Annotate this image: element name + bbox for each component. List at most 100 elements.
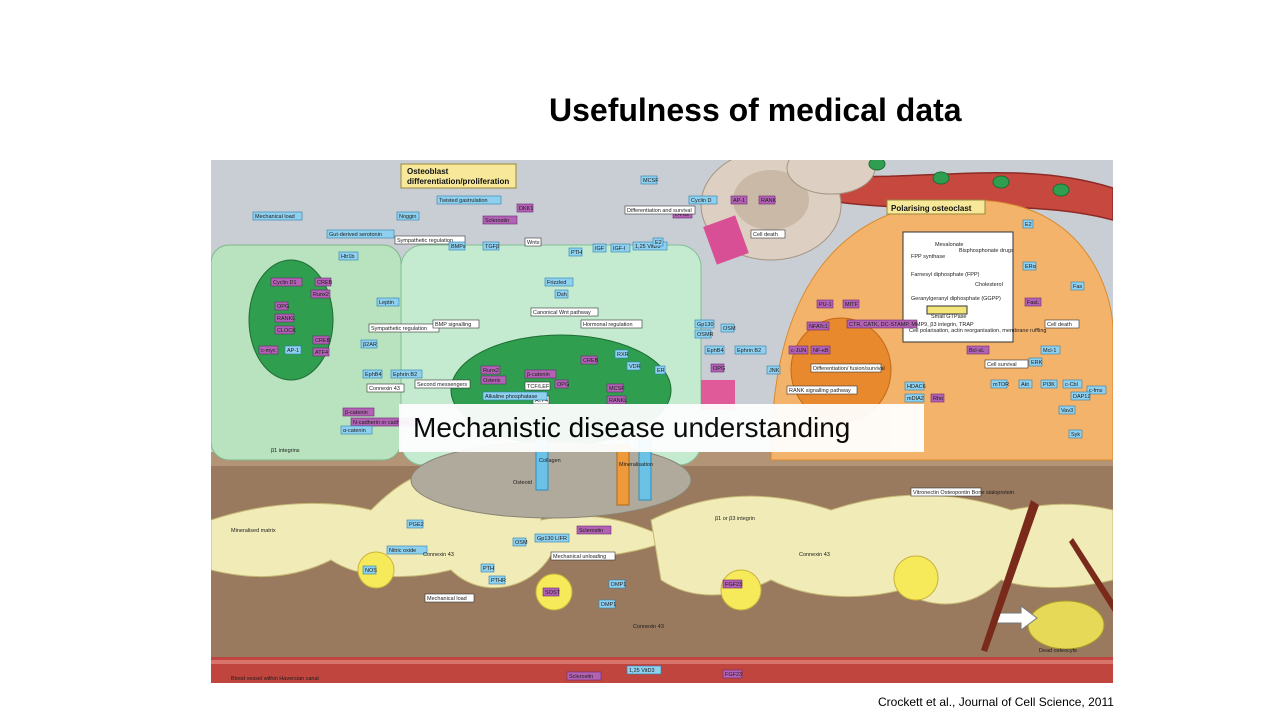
diagram-label-text-cell-death-right: Cell death bbox=[1047, 322, 1072, 328]
diagram-label-text-ephb4-right: EphB4 bbox=[707, 348, 724, 354]
diagram-label-text-cholesterol: Cholesterol bbox=[975, 282, 1003, 288]
diagram-label-text-cell-death-top: Cell death bbox=[753, 232, 778, 238]
diagram-label-text-sclerostin-mid: Sclerostin bbox=[579, 528, 603, 534]
diagram-label-igf: IGF bbox=[592, 243, 607, 253]
diagram-label-text-osm-bottom: OSM bbox=[515, 540, 528, 546]
diagram-label-text-sympathetic-regulation: Sympathetic regulation bbox=[397, 238, 453, 244]
diagram-label-text-sympathetic-regulation-2: Sympathetic regulation bbox=[371, 326, 427, 332]
diagram-label-text-wnts: Wnts bbox=[527, 240, 540, 246]
diagram-label-text-mcsf: MCSF bbox=[643, 178, 659, 184]
diagram-label-text-ggpp: Geranylgeranyl diphosphate (GGPP) bbox=[911, 296, 1001, 302]
diagram-label-bmps: BMPs bbox=[448, 241, 466, 251]
diagram-label-text-connexin43-c: Connexin 43 bbox=[633, 624, 664, 630]
diagram-label-box-mcl1 bbox=[1040, 345, 1061, 355]
diagram-label-box-ap1-left bbox=[284, 345, 302, 355]
diagram-label-box-nfatc1 bbox=[806, 321, 830, 331]
diagram-label-text-pthr: PTHR bbox=[491, 578, 506, 584]
diagram-label-cyclin-d: Cyclin D bbox=[688, 195, 718, 205]
diagram-label-bmp-signalling: BMP signalling bbox=[432, 319, 480, 329]
diagram-label-box-pth-bottom bbox=[480, 563, 495, 573]
diagram-label-creb-left: CREB bbox=[314, 277, 333, 287]
diagram-label-text-c-fms: c-fms bbox=[1089, 388, 1103, 394]
diagram-label-text-fas: Fas bbox=[1073, 284, 1082, 290]
diagram-label-alkaline: Alkaline phosphatase bbox=[482, 391, 548, 401]
diagram-label-text-ctr: CTR, CATK, DC-STAMP, MMP9, β3 integrin, … bbox=[849, 322, 974, 328]
diagram-label-text-b2ar: β2AR bbox=[363, 342, 377, 348]
diagram-label-leptin: Leptin bbox=[376, 297, 400, 307]
diagram-label-box-nitric-oxide bbox=[386, 545, 428, 555]
diagram-label-text-fpp-synthase: FPP synthase bbox=[911, 254, 945, 260]
diagram-label-fas: Fas bbox=[1070, 281, 1085, 291]
overlay-caption-text: Mechanistic disease understanding bbox=[413, 412, 851, 443]
diagram-label-box-b-catenin-mid bbox=[524, 369, 557, 379]
diagram-label-dead-osteocyte: Dead osteocyte bbox=[1039, 648, 1077, 654]
diagram-label-mech-load-top: Mechanical load bbox=[252, 211, 303, 221]
diagram-label-text-alkaline: Alkaline phosphatase bbox=[485, 394, 537, 400]
diagram-label-osm-top: OSM bbox=[720, 323, 736, 333]
diagram-label-box-opg-right bbox=[710, 363, 725, 373]
diagram-label-box-hormonal-regulation bbox=[580, 319, 643, 329]
diagram-label-text-osterix: Osterix bbox=[483, 378, 501, 384]
slide-title: Usefulness of medical data bbox=[549, 92, 962, 128]
diagram-label-diff-survival: Differentiation and survival bbox=[624, 205, 696, 215]
diagram-label-box-c-jun bbox=[788, 345, 809, 355]
diagram-label-fasl: FasL bbox=[1024, 297, 1042, 307]
diagram-label-box-vitd-bottom bbox=[626, 665, 662, 675]
diagram-label-mtor: mTOR bbox=[990, 379, 1009, 389]
diagram-label-text-hdac6: HDAC6 bbox=[907, 384, 926, 390]
diagram-label-era: ERα bbox=[1022, 261, 1037, 271]
diagram-label-box-diff-fusion bbox=[810, 363, 882, 373]
diagram-label-box-pge2 bbox=[406, 519, 424, 529]
diagram-label-farnesyl: Farnesyl diphosphate (FPP) bbox=[911, 272, 980, 278]
diagram-label-creb-left2: CREB bbox=[312, 335, 331, 345]
diagram-label-rankl-left: RANKL bbox=[274, 313, 295, 323]
diagram-label-frizzled: Frizzled bbox=[544, 277, 574, 287]
diagram-label-text-cell-survival: Cell survival bbox=[987, 362, 1017, 368]
diagram-label-pth: PTH bbox=[568, 247, 583, 257]
diagram-label-box-tcf-lef bbox=[524, 381, 551, 391]
diagram-label-nfkb: NF-κB bbox=[810, 345, 831, 355]
diagram-label-box-dmp1-b bbox=[598, 599, 616, 609]
diagram-label-opg-left: OPG bbox=[274, 301, 289, 311]
diagram-label-b-catenin-mid: β-catenin bbox=[524, 369, 557, 379]
diagram-label-box-c-myc bbox=[258, 345, 279, 355]
diagram-label-box-frizzled bbox=[544, 277, 574, 287]
diagram-label-box-dsh bbox=[554, 289, 569, 299]
diagram-label-text-rho: Rho bbox=[933, 396, 943, 402]
diagram-label-vitd: 1,25 VitD3 bbox=[632, 241, 668, 251]
diagram-label-text-ephrin-b2-right: Ephrin B2 bbox=[737, 348, 761, 354]
diagram-label-text-b-catenin-left: β-catenin bbox=[345, 410, 368, 416]
diagram-label-dmp1-b: DMP1 bbox=[598, 599, 616, 609]
diagram-label-box-cyclin-d bbox=[688, 195, 718, 205]
diagram-label-box-ephrin-b2-right bbox=[734, 345, 767, 355]
diagram-label-text-gp130: Gp130 bbox=[697, 322, 714, 328]
diagram-label-text-a-catenin: α-catenin bbox=[343, 428, 366, 434]
diagram-label-rankl-mid: RANKL bbox=[606, 395, 627, 405]
diagram-label-text-sclerostin-bottom: Sclerostin bbox=[569, 674, 593, 680]
diagram-label-rank-top: RANK bbox=[758, 195, 777, 205]
diagram-label-e2: E2 bbox=[652, 237, 664, 247]
diagram-label-rxr: RXR bbox=[614, 349, 629, 359]
osteoclast-panel-header bbox=[886, 199, 986, 215]
diagram-label-text-syk: Syk bbox=[1071, 432, 1080, 438]
diagram-label-text-creb-left2: CREB bbox=[315, 338, 331, 344]
diagram-label-text-rankl-left: RANKL bbox=[277, 316, 295, 322]
diagram-label-text-pu1: PU-1 bbox=[819, 302, 832, 308]
diagram-label-box-alkaline bbox=[482, 391, 548, 401]
diagram-label-sclerostin-top: Sclerostin bbox=[482, 215, 518, 225]
diagram-label-box-leptin bbox=[376, 297, 400, 307]
diagram-label-dap12: DAP12 bbox=[1070, 391, 1090, 401]
diagram-label-box-htr1b bbox=[338, 251, 359, 261]
diagram-label-text-creb-mid: CREB bbox=[583, 358, 599, 364]
diagram-label-text-frizzled: Frizzled bbox=[547, 280, 566, 286]
diagram-label-box-mitf bbox=[842, 299, 860, 309]
diagram-label-box-erk bbox=[1028, 357, 1043, 367]
diagram-label-box-gut-serotonin bbox=[326, 229, 395, 239]
diagram-label-text-b1-b3-integrin: β1 or β3 integrin bbox=[715, 516, 755, 522]
diagram-label-text-er: ER bbox=[657, 368, 665, 374]
diagram-label-text-creb-left: CREB bbox=[317, 280, 333, 286]
diagram-label-text-bmps: BMPs bbox=[451, 244, 466, 250]
diagram-label-text-mineralised-matrix: Mineralised matrix bbox=[231, 528, 276, 534]
diagram-label-box-era bbox=[1022, 261, 1037, 271]
